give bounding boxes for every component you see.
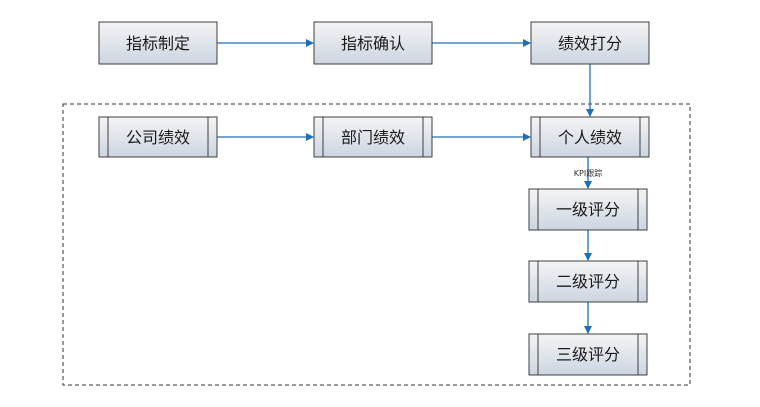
node-zhibiao-queren: 指标确认 xyxy=(313,21,433,65)
node-bumen-jixiao: 部门绩效 xyxy=(313,116,433,158)
node-label-sanji-pingfen: 三级评分 xyxy=(556,345,620,364)
performance-group-border xyxy=(62,103,691,386)
node-zhibiao-zhiding: 指标制定 xyxy=(98,21,218,65)
node-label-erji-pingfen: 二级评分 xyxy=(556,272,620,291)
node-label-yiji-pingfen: 一级评分 xyxy=(556,200,620,219)
node-gongsi-jixiao: 公司绩效 xyxy=(98,116,218,158)
node-label-geren-jixiao: 个人绩效 xyxy=(558,128,622,147)
node-yiji-pingfen: 一级评分 xyxy=(528,188,648,231)
node-label-zhibiao-zhiding: 指标制定 xyxy=(126,34,190,53)
edge-label-kpi-tracking: KPI跟踪 xyxy=(574,168,602,178)
node-erji-pingfen: 二级评分 xyxy=(528,260,648,303)
edges xyxy=(217,39,594,334)
node-jixiao-dafen: 绩效打分 xyxy=(530,21,650,65)
node-label-zhibiao-queren: 指标确认 xyxy=(341,34,405,53)
node-label-bumen-jixiao: 部门绩效 xyxy=(341,128,405,147)
node-label-jixiao-dafen: 绩效打分 xyxy=(558,34,622,53)
node-label-gongsi-jixiao: 公司绩效 xyxy=(126,128,190,147)
node-sanji-pingfen: 三级评分 xyxy=(528,333,648,376)
node-geren-jixiao: 个人绩效 xyxy=(530,116,650,158)
